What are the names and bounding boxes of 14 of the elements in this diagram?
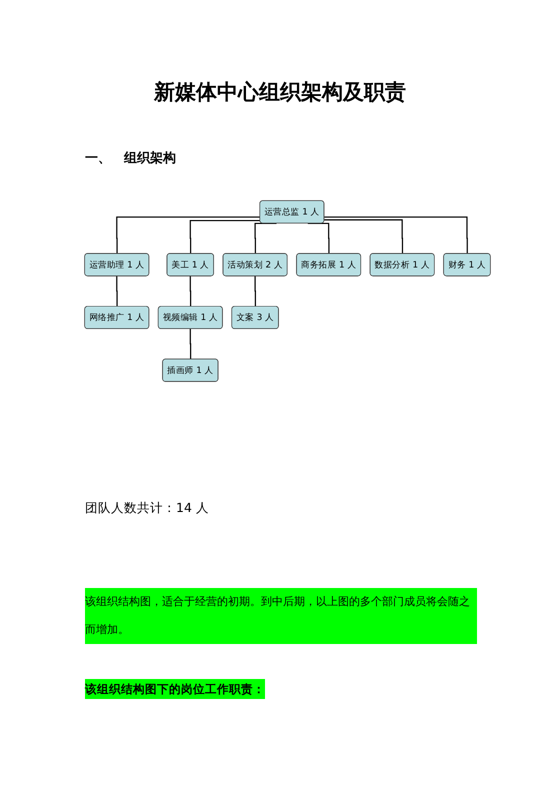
section-heading: 组织架构: [124, 150, 176, 167]
highlighted-heading: 该组织结构图下的岗位工作职责：: [85, 679, 265, 699]
connector: [190, 220, 260, 254]
section-number: 一、: [85, 150, 111, 167]
connector: [254, 276, 256, 307]
page-title: 新媒体中心组织架构及职责: [152, 79, 407, 106]
connector: [116, 276, 118, 307]
connector: [190, 328, 192, 360]
highlighted-note: 该组织结构图，适合于经营的初期。到中后期，以上图的多个部门成员将会随之而增加。: [85, 588, 477, 644]
connector: [324, 216, 468, 254]
connector: [324, 219, 404, 254]
team-count-text: 团队人数共计：14 人: [85, 500, 209, 517]
connector: [190, 276, 192, 307]
connector: [116, 216, 260, 254]
